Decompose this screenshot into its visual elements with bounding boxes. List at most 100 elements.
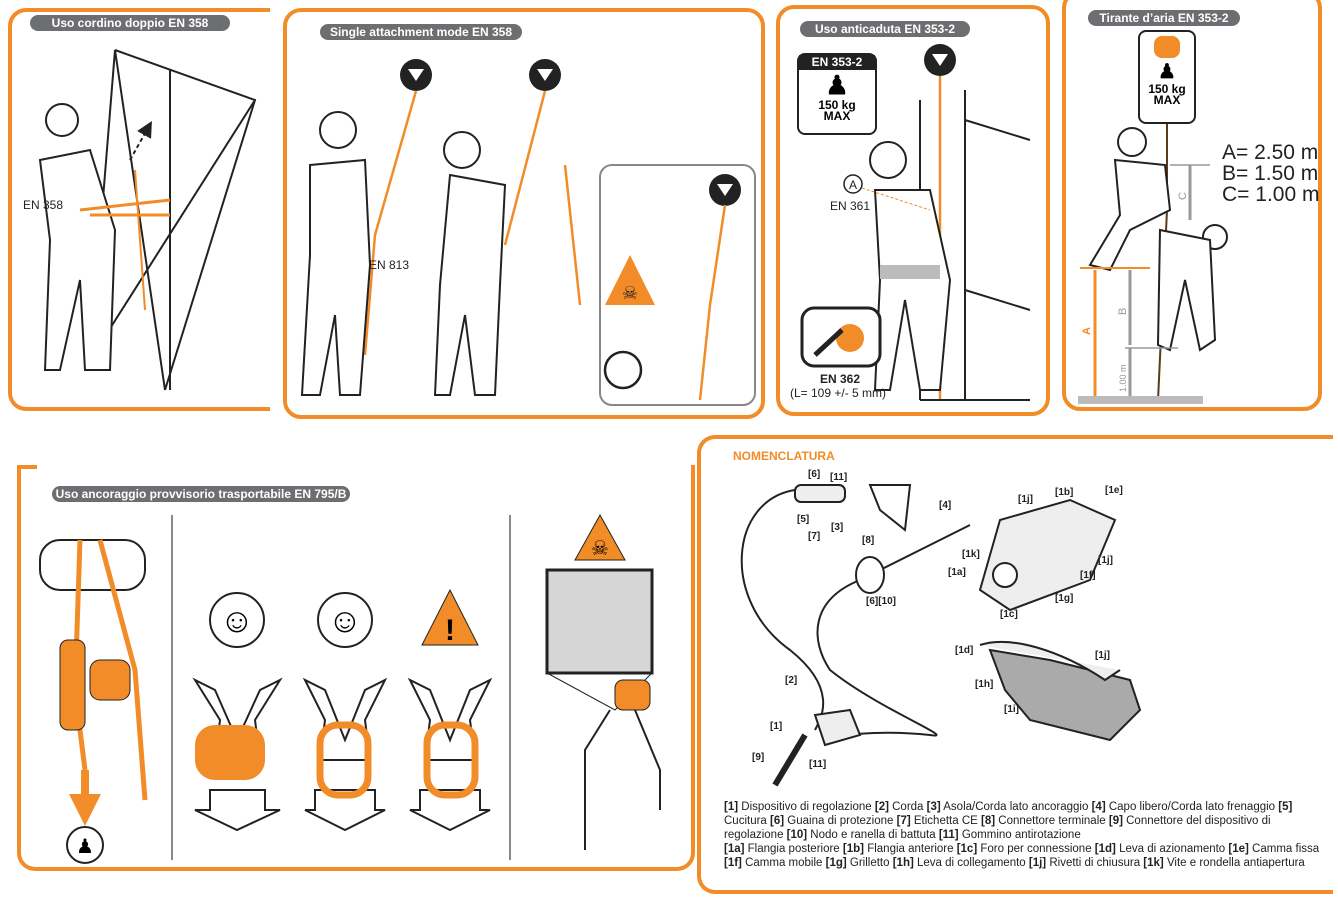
label-en358: EN 358 [23,198,64,212]
panel-title: Uso ancoraggio provvisorio trasportabile… [52,486,350,502]
legend-key: [1c] [956,843,978,855]
legend-key: [1d] [1094,843,1116,855]
legend-text: Gommino antirotazione [958,829,1081,841]
callout: [8] [862,535,875,546]
person-icon: ♟ [825,70,849,100]
legend-text: Flangia anteriore [864,843,957,855]
label-en813: EN 813 [369,258,410,272]
legend-text: Flangia posteriore [744,843,843,855]
callout: [2] [785,675,798,686]
legend-key: [6] [770,815,785,827]
legend-key: [1e] [1228,843,1249,855]
legend-text: Etichetta CE [910,815,981,827]
callout: [9] [752,752,765,763]
callout: [1c] [1000,609,1018,620]
legend-text: Asola/Corda lato ancoraggio [940,801,1092,813]
anchor-frame [545,568,654,675]
warning-icon [421,588,479,646]
en362-length: (L= 109 +/- 5 mm) [790,386,887,400]
person-icon [66,826,104,864]
callout: [1j] [1018,494,1033,505]
double-lanyard-illustration [38,49,257,391]
legend-key: [11] [938,829,959,841]
legend-text: Grilletto [846,857,893,869]
danger-skull-icon [574,513,626,561]
callout: [4] [939,500,952,511]
legend-text: Cucitura [724,815,771,827]
legend-key: [1k] [1143,857,1164,869]
legend-text: Capo libero/Corda lato frenaggio [1105,801,1279,813]
nomenclature-legend: [1] Dispositivo di regolazione [2] Corda… [724,800,1330,870]
panel-fall-arrest [776,5,1050,416]
callout: [11] [830,472,848,483]
legend-text: Connettore terminale [995,815,1109,827]
callout: [1f] [1080,570,1096,581]
arrow-label-a: A [1081,327,1093,335]
panel-title: Uso anticaduta EN 353-2 [800,21,970,37]
callout: [1e] [1105,485,1123,496]
fallen-worker-figure [1156,228,1217,352]
worker-figure [1088,158,1172,272]
svg-text:♟: ♟ [76,836,94,858]
legend-text: Rivetti di chiusura [1046,857,1144,869]
arrow-label-min: 1.00 m [1118,364,1128,392]
callout: [6][10] [866,596,897,607]
legend-key: [7] [896,815,911,827]
legend-text: Camma mobile [741,857,826,869]
max-load-header: EN 353-2 [799,55,875,70]
callout: [1h] [975,679,994,690]
legend-text: Nodo e ranella di battuta [807,829,939,841]
fall-arrest-illustration: A [800,44,1031,401]
label-en362: EN 362 [820,372,861,386]
svg-text:☺: ☺ [220,602,255,640]
smiley-ok-icon [209,592,265,648]
callout: [1j] [1095,650,1110,661]
legend-text: Foro per connessione [977,843,1095,855]
legend-key: [10] [786,829,808,841]
max-load-max: MAX [1153,93,1181,107]
panel-title: Uso cordino doppio EN 358 [30,15,230,31]
svg-text:☠: ☠ [591,538,609,560]
svg-text:☺: ☺ [328,602,363,640]
callout: [1i] [1004,704,1019,715]
callout: [5] [797,514,810,525]
legend-key: [8] [981,815,996,827]
callout: [11] [809,759,827,770]
legend-key: [3] [926,801,941,813]
label-en361: EN 361 [830,199,871,213]
callout: [3] [831,522,844,533]
worker-figure [300,158,372,396]
arrow-label-c: C [1177,192,1189,200]
worker-figure [38,148,117,371]
max-load-box: ♟ 150 kg MAX [1138,30,1196,124]
svg-text:☠: ☠ [622,283,638,303]
svg-text:!: ! [445,614,455,647]
panel-title: Tirante d’aria EN 353-2 [1088,10,1240,26]
smiley-ok-icon [317,592,373,648]
legend-text: Dispositivo di regolazione [738,801,875,813]
legend-key: [1g] [825,857,847,869]
callout: [1b] [1055,487,1074,498]
legend-key: [5] [1278,801,1293,813]
legend-key: [4] [1091,801,1106,813]
device-diagram [740,484,1142,787]
panel-title: Single attachment mode EN 358 [320,24,522,40]
max-load-weight: 150 kg [1148,82,1186,96]
callout: [6] [808,469,821,480]
max-load-max: MAX [823,109,851,123]
anchor-illustration: ♟ ☺ ☺ ! ☠ [39,513,661,864]
helmet-icon [45,103,79,137]
device-icon [1154,36,1180,58]
callout: [7] [808,531,821,542]
legend-text: Leva di azionamento [1115,843,1229,855]
panel-anchor [17,465,695,871]
clearance-dimensions: A= 2.50 m B= 1.50 m C= 1.00 m [1222,142,1319,205]
single-attachment-illustration: ☠ [300,59,756,406]
worker-figure [433,173,507,396]
legend-text: Connettore del dispositivo di regolazion… [724,815,1271,841]
legend-key: [1] [724,801,739,813]
panel-single-attachment [283,8,765,419]
callout: [1j] [1098,555,1113,566]
legend-key: [2] [874,801,889,813]
callout: [1k] [962,549,980,560]
